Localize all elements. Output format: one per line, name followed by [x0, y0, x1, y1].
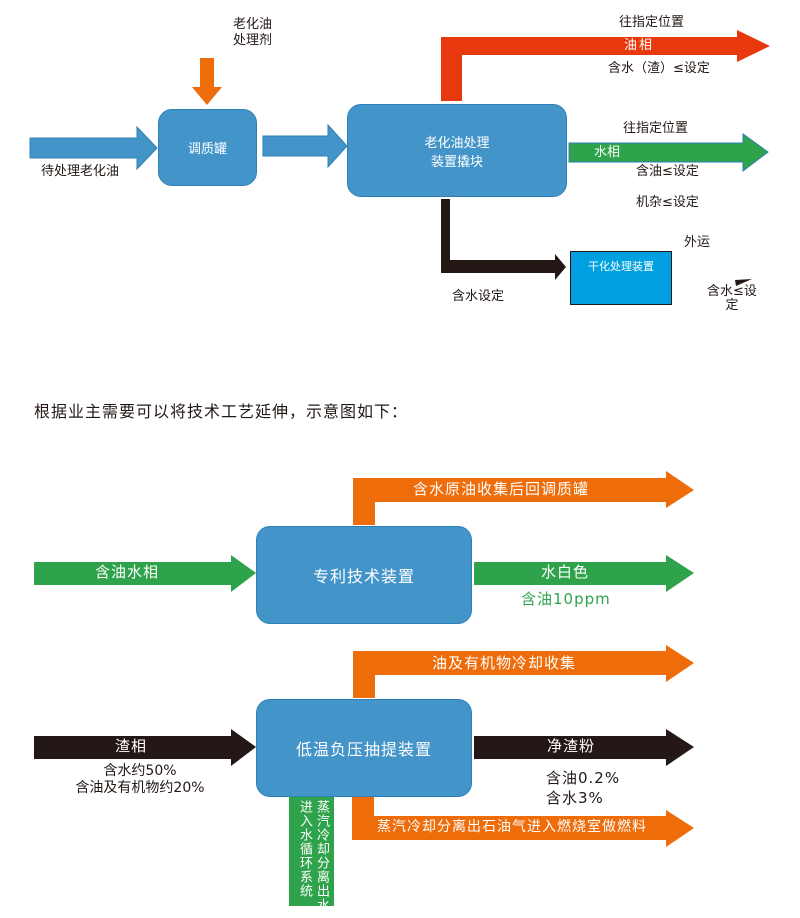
water-recycle-bar	[289, 796, 334, 906]
clean-residue-water-content: 含水3%	[546, 789, 604, 807]
residue-input-notes: 含水约50% 含油及有机物约20%	[60, 763, 220, 797]
clean-residue-arrow	[474, 729, 694, 766]
water-phase-destination: 往指定位置	[623, 121, 689, 136]
water-recycle-text-col2: 进入水循环系统	[297, 800, 312, 898]
patent-unit: 专利技术装置	[256, 526, 472, 624]
oil-organic-label: 油及有机物冷却收集	[432, 654, 577, 672]
vacuum-extraction-unit: 低温负压抽提装置	[256, 699, 472, 797]
vacuum-extraction-unit-label: 低温负压抽提装置	[295, 740, 432, 759]
dry-moisture-line1: 含水≤设	[707, 284, 757, 299]
additive-label: 老化油 处理剂	[233, 17, 272, 48]
oil-phase-label: 油相	[624, 38, 655, 53]
input-arrow	[29, 125, 158, 171]
input-label: 待处理老化油	[41, 164, 120, 179]
conditioning-tank-label: 调质罐	[187, 142, 227, 157]
residue-input-arrow	[34, 729, 256, 766]
water-recycle-text-col1: 蒸汽冷却分离出水	[314, 800, 329, 912]
additive-arrow	[192, 58, 222, 105]
clean-residue-label: 净渣粉	[547, 737, 596, 755]
water-phase-oil-spec: 含油≤设定	[636, 164, 699, 179]
tank-to-unit-arrow	[262, 123, 348, 169]
conditioning-tank: 调质罐	[158, 109, 257, 186]
clear-water-label: 水白色	[541, 563, 590, 581]
oily-water-input-label: 含油水相	[95, 563, 160, 581]
patent-unit-label: 专利技术装置	[312, 567, 415, 586]
clean-residue-oil-content: 含油0.2%	[546, 769, 621, 787]
oily-water-input-arrow	[34, 555, 256, 592]
drying-unit-label: 干化处理装置	[588, 260, 654, 273]
main-treatment-unit: 老化油处理 装置撬块	[347, 104, 567, 197]
additive-label-line2: 处理剂	[233, 32, 273, 48]
gas-fuel-label: 蒸汽冷却分离出石油气进入燃烧室做燃料	[377, 819, 647, 835]
clear-water-oil-spec: 含油10ppm	[521, 590, 611, 608]
residue-arrow	[441, 199, 566, 280]
ship-out-label: 外运	[684, 235, 711, 250]
moisture-marker-icon	[735, 279, 752, 286]
clean-residue-notes: 含油0.2% 含水3%	[546, 768, 620, 808]
dry-moisture-line2: 定	[725, 298, 739, 313]
intro-text: 根据业主需要可以将技术工艺延伸，示意图如下：	[34, 402, 409, 421]
residue-input-label: 渣相	[115, 737, 148, 755]
additive-label-line1: 老化油	[233, 17, 273, 32]
crude-recovery-label: 含水原油收集后回调质罐	[413, 480, 590, 498]
oil-organic-arrow	[353, 645, 694, 698]
oil-phase-spec: 含水（渣）≤设定	[608, 61, 710, 76]
water-phase-label: 水相	[594, 145, 621, 160]
residue-spec: 含水设定	[452, 289, 505, 304]
gas-fuel-arrow	[352, 796, 694, 847]
residue-oil-content: 含油及有机物约20%	[75, 779, 205, 796]
crude-recovery-arrow	[353, 471, 694, 525]
main-unit-line2: 装置撬块	[430, 154, 483, 170]
drying-unit: 干化处理装置	[570, 251, 672, 305]
oil-phase-arrow	[441, 30, 770, 101]
oil-phase-destination: 往指定位置	[619, 15, 685, 30]
water-phase-impurity-spec: 机杂≤设定	[636, 195, 699, 210]
residue-water-content: 含水约50%	[103, 763, 177, 779]
main-unit-line1: 老化油处理	[424, 135, 490, 151]
clear-water-arrow	[474, 555, 694, 592]
water-phase-arrow	[568, 133, 769, 173]
dry-moisture-spec: 含水≤设 定	[707, 285, 757, 313]
